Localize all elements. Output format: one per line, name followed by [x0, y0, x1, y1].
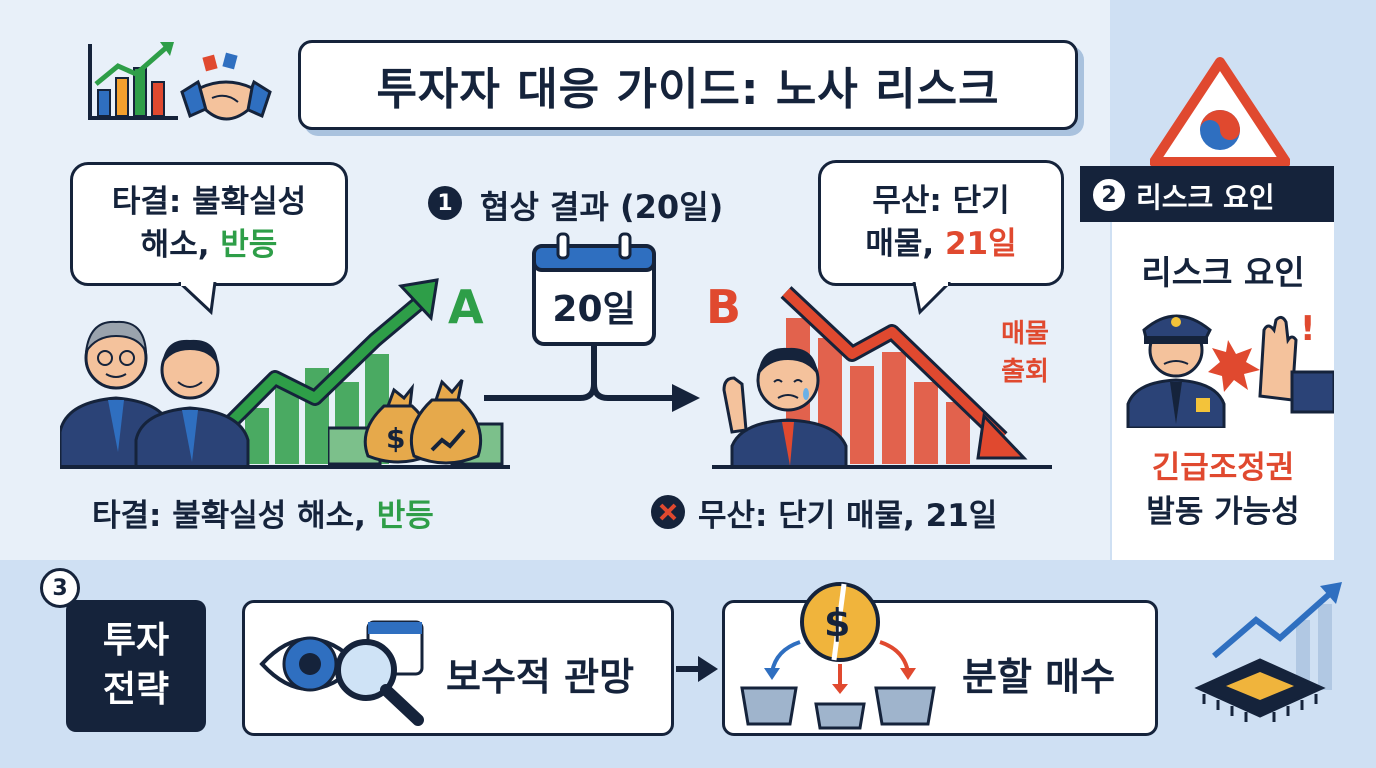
failure-speech-bubble: 무산: 단기 매물, 21일	[818, 160, 1064, 286]
worried-man-icon	[722, 347, 848, 468]
step2-number: 2	[1090, 176, 1128, 214]
bubble-right-line1: 무산: 단기	[872, 182, 1010, 219]
warning-triangle-icon	[1150, 57, 1290, 167]
svg-text:$: $	[386, 422, 405, 455]
risk-heading: 리스크 요인	[1141, 253, 1305, 292]
money-bags-icon: $	[328, 379, 504, 466]
bubble-tail-left	[177, 282, 217, 316]
sell-off-line2: 출회	[1001, 356, 1049, 387]
chip-rising-arrow-icon	[1194, 582, 1342, 722]
bubble-right-accent: 21일	[944, 226, 1017, 262]
strategy-watch-label: 보수적 관망	[446, 655, 635, 699]
caption-success: 타결: 불확실성 해소, 반등	[92, 490, 434, 535]
strategy-arrow	[676, 656, 718, 682]
handshake-icon	[180, 52, 272, 121]
split-coin-icon: $	[740, 582, 936, 730]
ground-line-right	[712, 465, 1052, 469]
bubble-right-line2: 매물,	[865, 226, 945, 262]
ground-line-left	[60, 465, 510, 469]
eye-magnifier-icon	[259, 620, 424, 726]
svg-text:!: !	[1300, 309, 1316, 349]
bubble-left-line1: 타결: 불확실성	[111, 183, 307, 220]
calendar-date-label: 20일	[552, 289, 636, 330]
rising-chart	[219, 278, 439, 464]
bubble-left-accent: 반등	[220, 227, 278, 263]
caption-success-text: 타결: 불확실성 해소,	[92, 498, 377, 534]
scenario-a-label: A	[448, 280, 484, 334]
scenario-b-label: B	[706, 280, 742, 334]
x-circle-icon	[651, 495, 685, 529]
step3-label-line1: 투자	[102, 620, 170, 662]
title-box: 투자자 대응 가이드: 노사 리스크	[298, 40, 1078, 130]
business-people-icon	[60, 320, 250, 468]
step2-label: 리스크 요인	[1136, 181, 1275, 214]
bubble-left-line2: 해소,	[140, 227, 221, 263]
step3-label-line2: 전략	[102, 669, 170, 710]
connector-arrow	[484, 344, 700, 412]
bar-chart-icon	[88, 42, 178, 120]
risk-desc-line1: 긴급조정권	[1151, 450, 1295, 486]
police-officer-icon: !	[1126, 309, 1334, 428]
strategy-split-label: 분할 매수	[962, 655, 1116, 699]
step1-number: 1	[428, 186, 462, 220]
step1-label: 협상 결과 (20일)	[480, 188, 724, 226]
step3-label-box: 투자 전략	[66, 600, 206, 732]
success-speech-bubble: 타결: 불확실성 해소, 반등	[70, 162, 348, 286]
page-title: 투자자 대응 가이드: 노사 리스크	[376, 64, 1000, 115]
svg-text:$: $	[824, 601, 850, 645]
bubble-tail-right	[912, 282, 952, 316]
sell-off-line1: 매물	[1001, 319, 1049, 349]
sell-off-label: 매물 출회	[990, 316, 1060, 391]
strategy-card-split	[722, 600, 1158, 736]
risk-desc-line2: 발동 가능성	[1146, 494, 1300, 531]
caption-success-accent: 반등	[376, 498, 434, 534]
caption-failure: 무산: 단기 매물, 21일	[698, 498, 998, 534]
risk-description: 긴급조정권 발동 가능성	[1112, 446, 1334, 534]
calendar-icon	[532, 232, 656, 346]
